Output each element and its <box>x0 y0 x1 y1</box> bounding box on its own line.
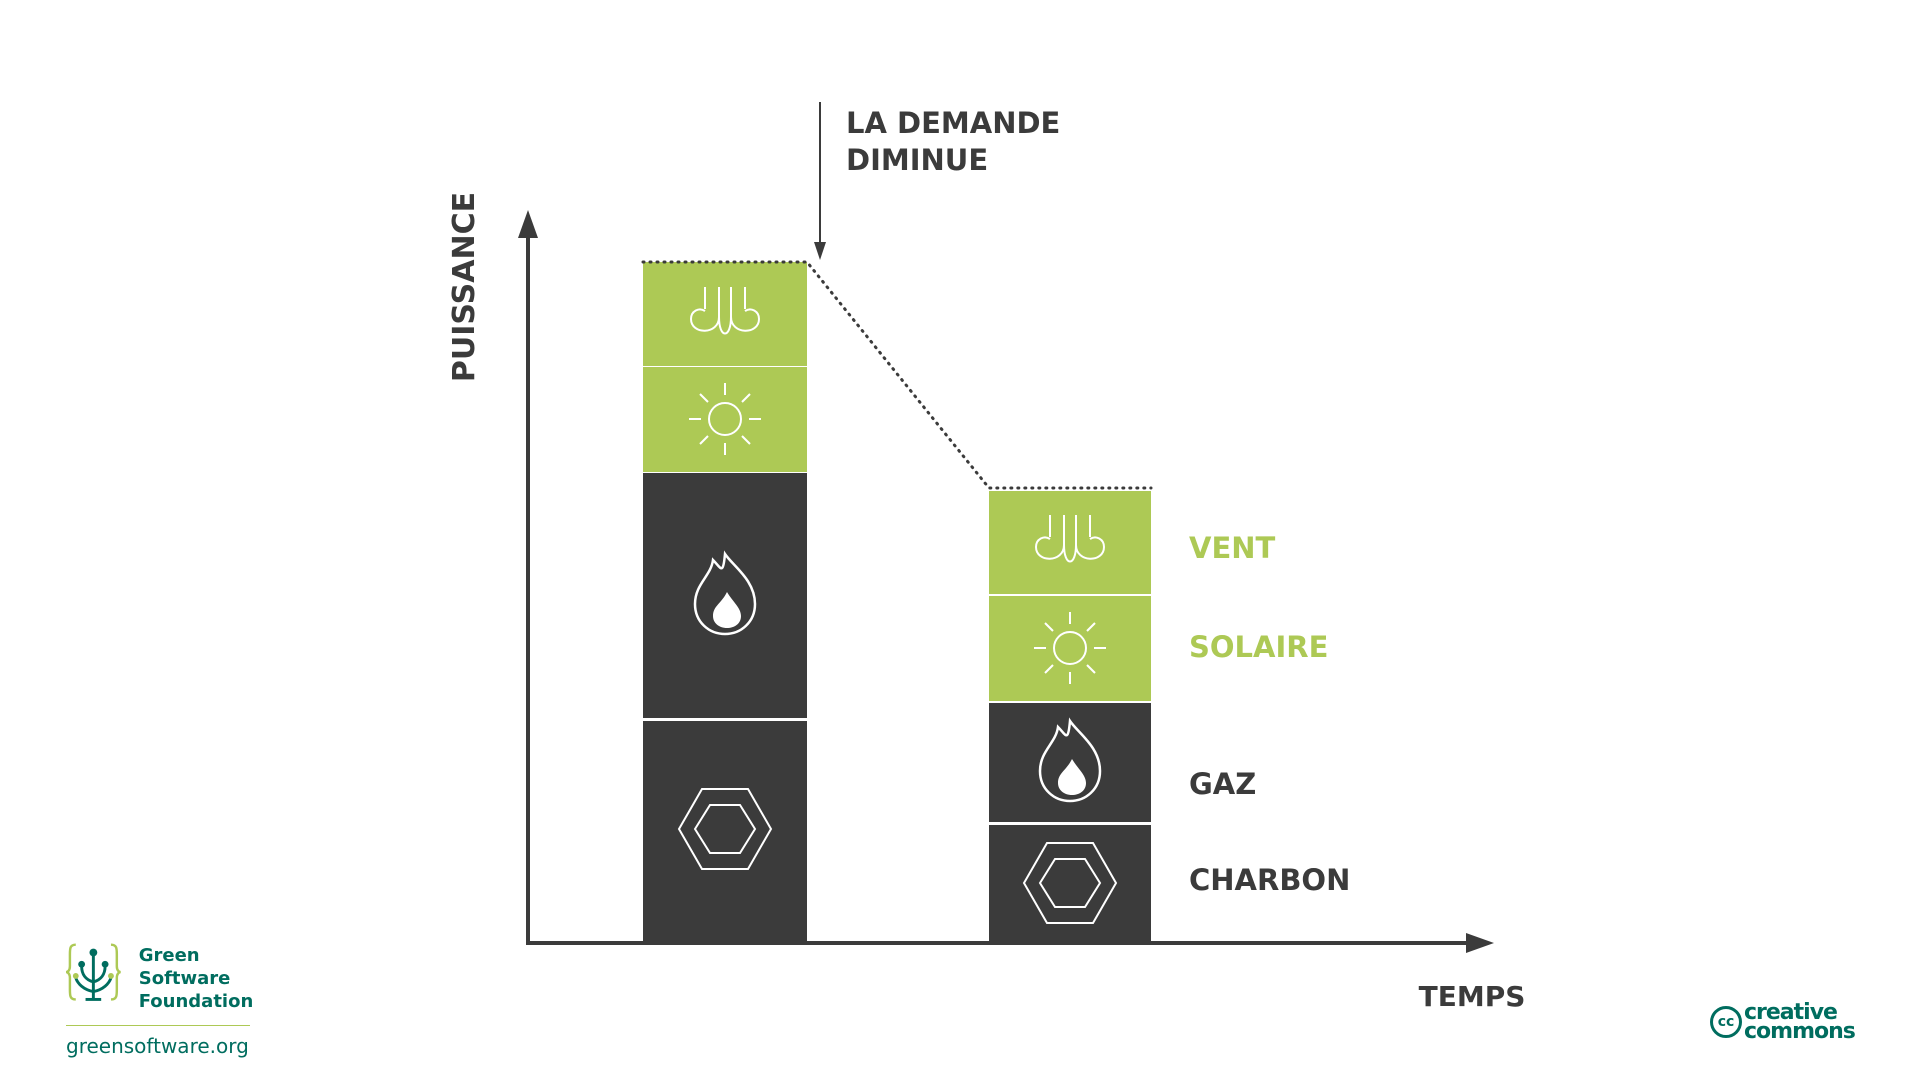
bar-high-demand <box>643 262 807 942</box>
demand-dotted-line <box>641 260 1153 490</box>
bar1-wind-segment <box>643 262 807 366</box>
y-axis-arrow <box>518 210 538 238</box>
creative-commons-logo: cc creative commons <box>1710 1000 1856 1044</box>
bar2-wind-segment <box>989 491 1151 594</box>
annotation-line-2: DIMINUE <box>846 143 988 177</box>
gsf-tree-icon <box>66 943 121 1001</box>
bar1-solar-segment <box>643 367 807 472</box>
gsf-url: greensoftware.org <box>66 1034 249 1058</box>
annotation-arrowhead <box>814 242 826 260</box>
bar1-coal-segment <box>643 721 807 942</box>
cc-wordmark: creative commons <box>1744 1000 1856 1044</box>
y-axis-label: PUISSANCE <box>447 192 482 382</box>
annotation-line-1: LA DEMANDE <box>846 106 1060 140</box>
legend-charbon: CHARBON <box>1189 863 1350 897</box>
gsf-divider <box>66 1025 250 1026</box>
bar1-gas-segment <box>643 473 807 718</box>
legend-gaz: GAZ <box>1189 767 1256 801</box>
cc-icon: cc <box>1710 1006 1742 1038</box>
x-axis-arrow <box>1466 933 1494 953</box>
bar-low-demand <box>989 491 1151 942</box>
legend-vent: VENT <box>1189 531 1276 565</box>
gsf-name: Green Software Foundation <box>138 945 254 1012</box>
x-axis-label: TEMPS <box>1419 980 1526 1013</box>
gsf-logo: Green Software Foundation greensoftware.… <box>66 940 256 1058</box>
legend-solaire: SOLAIRE <box>1189 630 1328 664</box>
bar2-solar-segment <box>989 596 1151 701</box>
